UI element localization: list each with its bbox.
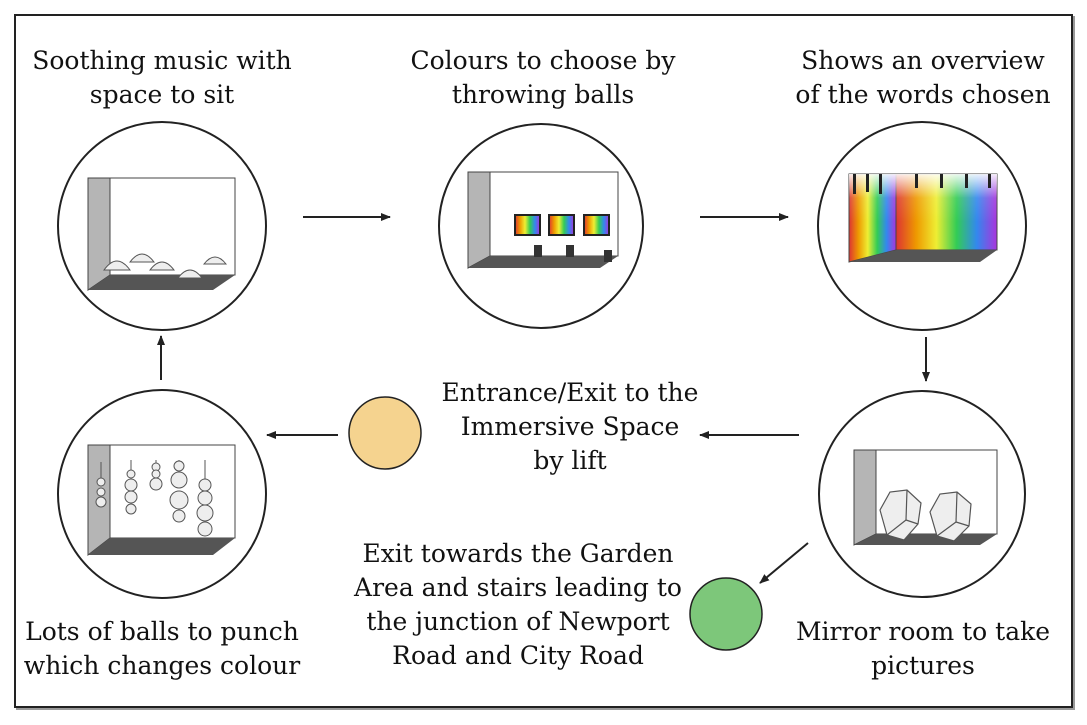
entrance-marker <box>348 396 422 470</box>
overview-room-illustration <box>817 121 1027 331</box>
mirror-room-illustration <box>818 390 1026 598</box>
arrow-mirror-to-exit <box>759 542 809 584</box>
diagram-frame <box>14 14 1073 708</box>
colours-room-illustration <box>438 123 644 329</box>
music-room-illustration <box>57 121 267 331</box>
balls-room-illustration <box>57 389 267 599</box>
exit-marker <box>689 577 763 651</box>
